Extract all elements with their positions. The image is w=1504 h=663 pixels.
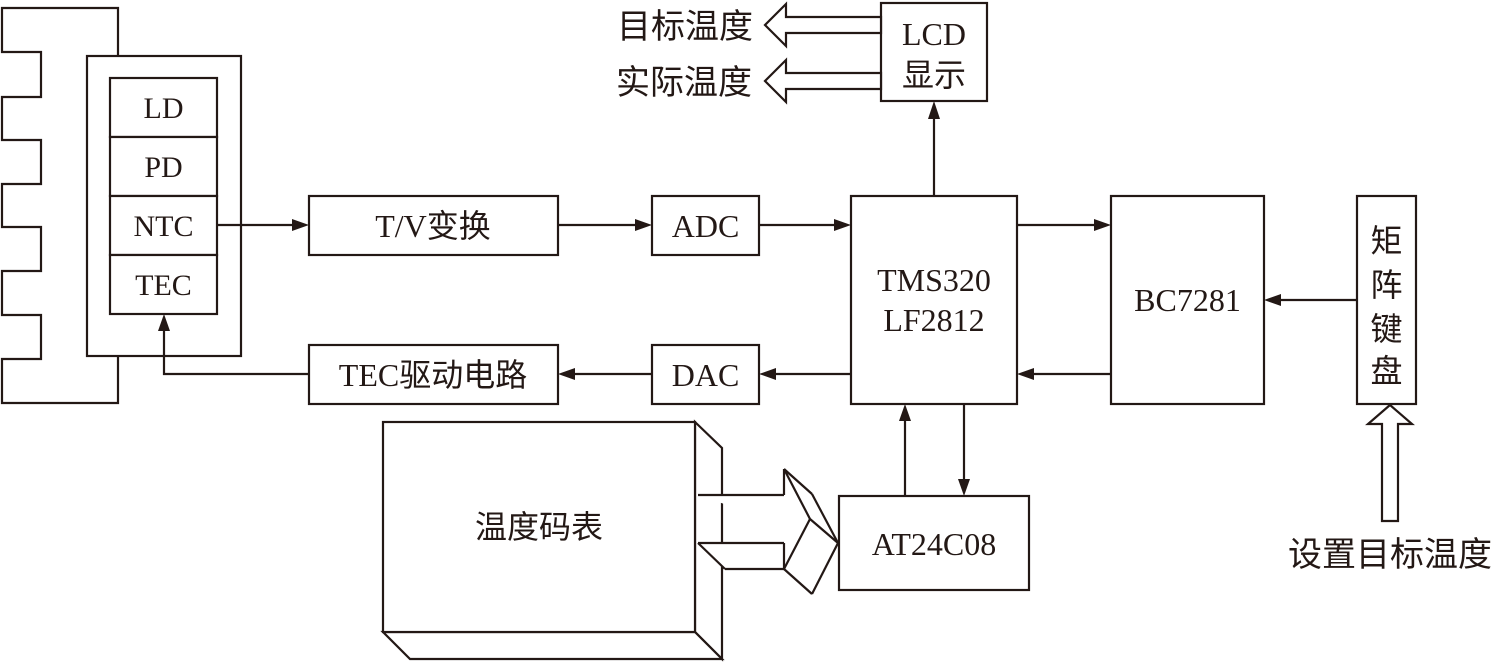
set-target-temp-label: 设置目标温度 (1288, 535, 1492, 575)
adc-label: ADC (672, 208, 740, 244)
tv-convert-label: T/V变换 (375, 208, 491, 244)
temp-table-3d-box: 温度码表 (380, 419, 725, 662)
layer-ntc-label: NTC (134, 210, 194, 243)
eeprom-box (837, 494, 1031, 592)
keypad-char-3: 键 (1370, 310, 1402, 348)
keypad-box (1355, 194, 1418, 406)
layer-tec-label: TEC (135, 269, 192, 302)
layer-ld-box (108, 76, 219, 139)
arrowhead-dac-to-tec-driver (558, 368, 575, 380)
tec-driver-box (307, 343, 560, 406)
dac-label: DAC (672, 357, 740, 393)
3d-arrow-table-to-eeprom (697, 468, 839, 595)
bc7281-box (1109, 194, 1266, 406)
arrowhead-cpu-to-lcd (928, 101, 940, 119)
arrowhead-eeprom-to-cpu (899, 404, 911, 421)
arrowhead-bc7281-to-cpu (1017, 368, 1034, 380)
lcd-label-line1: LCD (902, 16, 966, 52)
arrowhead-ntc-to-tv (292, 219, 309, 231)
bc7281-label: BC7281 (1134, 282, 1241, 318)
temp-table-front-face (381, 420, 697, 634)
temp-table-side-face (693, 419, 724, 662)
target-temp-label: 目标温度 (617, 7, 753, 47)
keypad-char-2: 阵 (1370, 266, 1402, 304)
arrowhead-tec-driver-to-tec (158, 314, 170, 331)
arrow-tec-driver-to-tec (162, 327, 309, 376)
arrowhead-tv-to-adc (635, 219, 652, 231)
cpu-label-line2: LF2812 (883, 302, 984, 338)
laser-layer-stack: LD PD NTC TEC (108, 76, 219, 316)
keypad-char-1: 矩 (1370, 222, 1402, 260)
cpu-label-line1: TMS320 (877, 262, 991, 298)
heat-sink-outline (0, 6, 120, 405)
lcd-box (879, 1, 989, 103)
hollow-arrow-actual-temp (763, 57, 883, 105)
arrowhead-cpu-to-bc7281 (1094, 219, 1111, 231)
dac-box (650, 343, 761, 406)
cpu-box (849, 194, 1019, 406)
eeprom-label: AT24C08 (872, 526, 996, 562)
layer-tec-box (108, 253, 219, 316)
hollow-arrow-set-target (1365, 403, 1415, 523)
arrowhead-keypad-to-bc7281 (1264, 294, 1281, 306)
actual-temp-label: 实际温度 (616, 63, 752, 103)
tv-convert-box (307, 194, 560, 257)
arrowhead-cpu-to-eeprom (958, 479, 970, 496)
hollow-arrow-target-temp (763, 1, 883, 49)
tec-driver-label: TEC驱动电路 (339, 357, 527, 393)
layer-pd-label: PD (144, 151, 182, 184)
temp-table-bottom-face (380, 630, 725, 661)
keypad-char-4: 盘 (1370, 352, 1402, 390)
layer-ld-label: LD (144, 92, 184, 125)
arrowhead-cpu-to-dac (759, 368, 776, 380)
arrowhead-adc-to-cpu (834, 219, 851, 231)
lcd-label-line2: 显示 (902, 56, 966, 94)
temp-table-label: 温度码表 (475, 508, 603, 546)
